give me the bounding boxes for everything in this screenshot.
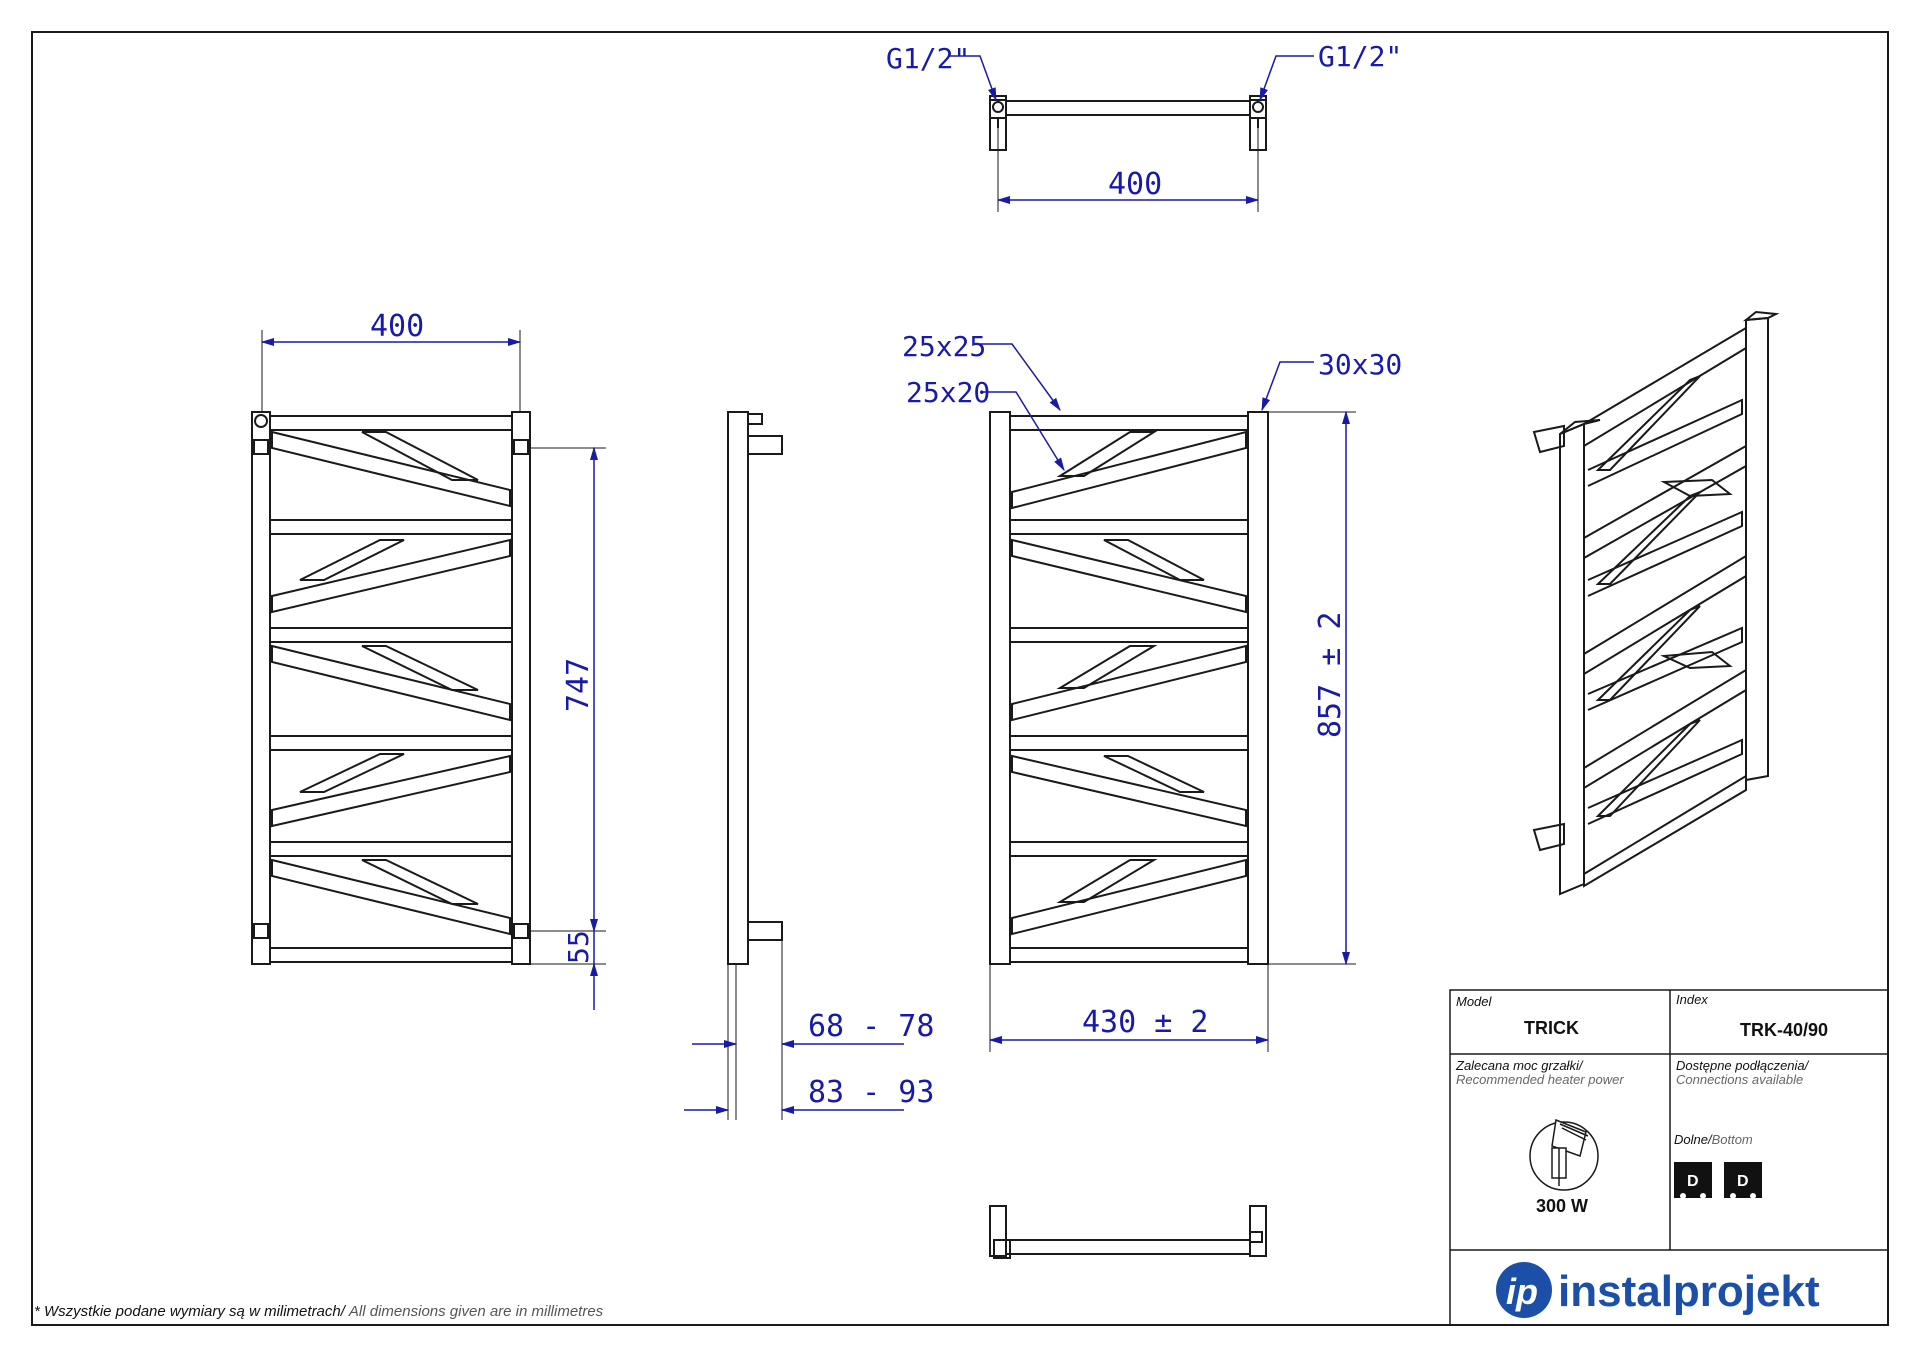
profile-30x30-label: 30x30 <box>1318 348 1402 381</box>
main-view-dimensions <box>980 343 1356 1052</box>
side-depth-2-label: 83 - 93 <box>808 1075 934 1110</box>
zigzag-module <box>271 430 511 614</box>
main-width-label: 430 ± 2 <box>1082 1005 1208 1040</box>
connection-badge-1-label: D <box>1687 1173 1699 1190</box>
main-view <box>989 411 1269 965</box>
profile-25x25-label: 25x25 <box>902 330 986 363</box>
index-label: Index <box>1676 992 1708 1007</box>
title-block <box>1449 989 1889 1326</box>
svg-text:ip: ip <box>1506 1271 1538 1312</box>
bottom-label-pl: Dolne/ <box>1674 1132 1713 1147</box>
connection-badge-2-label: D <box>1737 1173 1749 1190</box>
side-view-dimensions <box>684 940 904 1120</box>
footnote-en: All dimensions given are in millimetres <box>348 1303 604 1320</box>
model-label: Model <box>1456 994 1493 1009</box>
top-view-dimensions <box>948 55 1314 212</box>
bottom-label-en: Bottom <box>1712 1132 1753 1147</box>
front-view-dimensions <box>260 330 606 1010</box>
bottom-view <box>989 1205 1267 1259</box>
top-width-label: 400 <box>1108 167 1162 202</box>
model-value: TRICK <box>1524 1018 1579 1038</box>
ip-logo-icon: ip <box>1496 1262 1552 1318</box>
heater-power-value: 300 W <box>1536 1196 1588 1216</box>
conn-label-pl: Dostępne podłączenia/ <box>1676 1058 1810 1073</box>
heater-element-icon <box>1529 1118 1599 1191</box>
isometric-view <box>1532 310 1780 896</box>
heater-label-en: Recommended heater power <box>1456 1072 1624 1087</box>
brand-name: instalprojekt <box>1558 1267 1820 1316</box>
conn-label-en: Connections available <box>1676 1072 1803 1087</box>
front-width-label: 400 <box>370 309 424 344</box>
conn-left-label: G1/2" <box>886 42 970 75</box>
front-spacing-label: 747 <box>561 658 596 712</box>
heater-label-pl: Zalecana moc grzałki/ <box>1455 1058 1584 1073</box>
footnote: * Wszystkie podane wymiary są w milimetr… <box>34 1303 604 1320</box>
connection-badge-2 <box>1724 1162 1762 1199</box>
front-bottom-offset-label: 55 <box>562 930 595 964</box>
side-depth-1-label: 68 - 78 <box>808 1009 934 1044</box>
side-view <box>727 411 783 965</box>
footnote-pl: * Wszystkie podane wymiary są w milimetr… <box>34 1303 347 1320</box>
profile-25x20-label: 25x20 <box>906 376 990 409</box>
sheet-border <box>31 31 1889 1326</box>
connection-badge-1 <box>1674 1162 1712 1199</box>
index-value: TRK-40/90 <box>1740 1020 1828 1040</box>
bottom-conn-label-pl: Dolne/Bottom <box>1674 1132 1753 1147</box>
main-height-label: 857 ± 2 <box>1313 612 1348 738</box>
top-view <box>989 95 1267 151</box>
conn-right-label: G1/2" <box>1318 40 1402 73</box>
front-view <box>251 411 531 965</box>
